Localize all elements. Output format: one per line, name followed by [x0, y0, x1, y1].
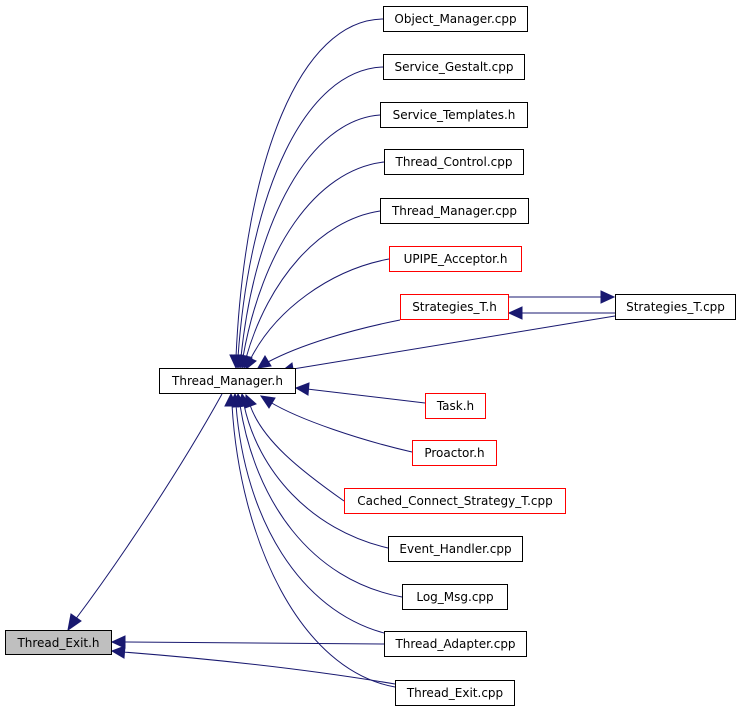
node-object-manager-cpp[interactable]: Object_Manager.cpp	[383, 6, 528, 32]
node-strategies-t-h[interactable]: Strategies_T.h	[400, 294, 509, 320]
edge-thread-exit-cpp-to-thread-manager-h	[231, 404, 396, 688]
node-thread-manager-cpp[interactable]: Thread_Manager.cpp	[380, 198, 529, 224]
edge-strategies-t-cpp-to-thread-manager-h	[292, 315, 616, 370]
node-thread-exit-cpp[interactable]: Thread_Exit.cpp	[395, 680, 515, 706]
arrowhead	[507, 306, 523, 320]
arrowhead	[600, 290, 616, 304]
node-event-handler-cpp[interactable]: Event_Handler.cpp	[388, 536, 523, 562]
edge-thread-control-cpp	[242, 161, 385, 358]
arrowhead	[294, 382, 310, 396]
edge-cached-connect-strategy-t-cpp	[249, 404, 345, 502]
edge-event-handler-cpp	[243, 404, 389, 549]
node-log-msg-cpp[interactable]: Log_Msg.cpp	[402, 584, 508, 610]
arrowhead	[67, 613, 82, 632]
node-thread-manager-h[interactable]: Thread_Manager.h	[159, 368, 296, 394]
node-strategies-t-cpp[interactable]: Strategies_T.cpp	[615, 294, 736, 320]
node-cached-connect-strategy-t-cpp[interactable]: Cached_Connect_Strategy_T.cpp	[344, 488, 566, 514]
edge-strategies-t-h	[267, 319, 401, 363]
edge-proactor-h	[269, 401, 413, 453]
arrowhead	[110, 645, 126, 659]
edge-thread-manager-h-to-thread-exit-h	[74, 393, 223, 621]
edge-task-h	[306, 388, 426, 404]
edge-thread-exit-cpp-to-thread-exit-h	[122, 651, 396, 685]
node-service-templates-h[interactable]: Service_Templates.h	[380, 102, 528, 128]
arrowhead	[110, 635, 126, 649]
arrowhead	[257, 355, 272, 369]
node-proactor-h[interactable]: Proactor.h	[412, 440, 497, 466]
node-thread-exit-h[interactable]: Thread_Exit.h	[5, 630, 112, 655]
edge-service-templates-h	[240, 114, 381, 358]
edge-thread-adapter-cpp-to-thread-exit-h	[122, 641, 385, 645]
node-task-h[interactable]: Task.h	[425, 393, 486, 419]
edge-log-msg-cpp	[239, 404, 403, 598]
node-upipe-acceptor-h[interactable]: UPIPE_Acceptor.h	[389, 246, 522, 272]
edge-service-gestalt-cpp	[237, 66, 384, 358]
node-thread-control-cpp[interactable]: Thread_Control.cpp	[384, 149, 524, 175]
edge-object-manager-cpp	[235, 18, 384, 358]
arrowhead	[259, 395, 276, 409]
edge-thread-manager-cpp	[245, 210, 381, 359]
node-thread-adapter-cpp[interactable]: Thread_Adapter.cpp	[384, 631, 527, 657]
node-service-gestalt-cpp[interactable]: Service_Gestalt.cpp	[383, 54, 525, 80]
edge-upipe-acceptor-h	[249, 258, 390, 361]
edge-thread-adapter-cpp-to-thread-manager-h	[235, 404, 385, 634]
arrowhead	[224, 392, 238, 407]
arrowhead	[244, 355, 257, 370]
